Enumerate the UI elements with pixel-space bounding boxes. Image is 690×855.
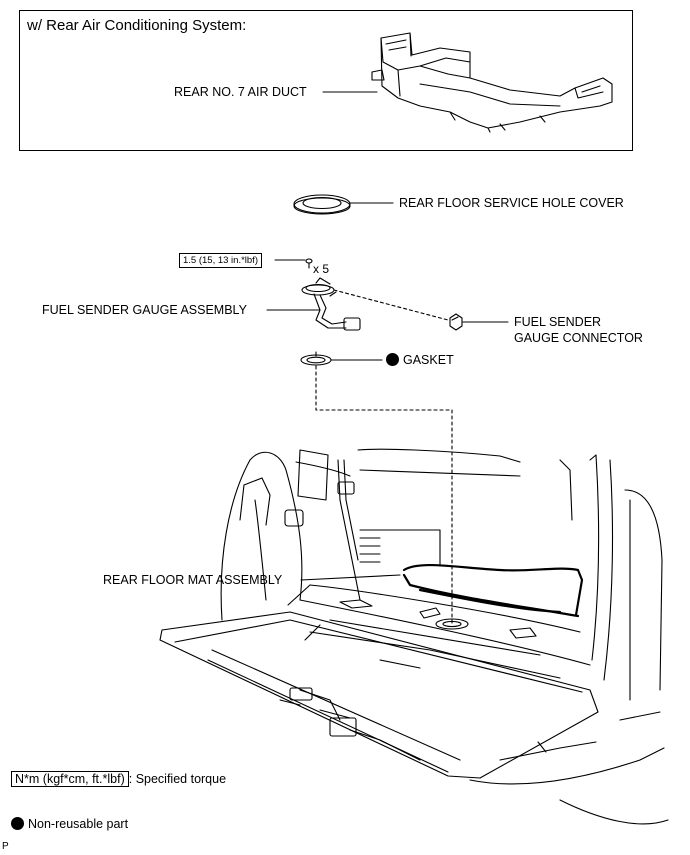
label-quantity: x 5 (313, 262, 330, 276)
legend-torque-unit: N*m (kgf*cm, ft.*lbf) (11, 771, 129, 787)
label-hole-cover: REAR FLOOR SERVICE HOLE COVER (399, 196, 624, 210)
vehicle-cargo-drawing (159, 448, 669, 825)
label-gasket-text: GASKET (403, 353, 454, 367)
legend-torque-text: : Specified torque (128, 772, 227, 786)
label-fuel-sender: FUEL SENDER GAUGE ASSEMBLY (42, 303, 247, 317)
label-connector-line1: FUEL SENDER (514, 315, 602, 329)
legend-torque: N*m (kgf*cm, ft.*lbf): Specified torque (11, 771, 227, 787)
hole-cover-drawing (293, 194, 351, 215)
air-duct-drawing (371, 32, 613, 133)
connector-drawing (449, 313, 463, 331)
footer-code: P (2, 841, 9, 852)
label-air-duct: REAR NO. 7 AIR DUCT (174, 85, 307, 99)
screw-drawing (305, 258, 313, 269)
inset-box (19, 10, 633, 151)
legend-nonreusable: Non-reusable part (11, 817, 128, 831)
gasket-drawing (300, 351, 332, 366)
label-floor-mat: REAR FLOOR MAT ASSEMBLY (103, 573, 283, 587)
label-connector-line2: GAUGE CONNECTOR (514, 331, 643, 345)
legend-nonreusable-text: Non-reusable part (28, 817, 129, 831)
torque-spec-box: 1.5 (15, 13 in.*lbf) (179, 253, 262, 268)
label-gasket: GASKET (386, 353, 454, 367)
inset-box-title: w/ Rear Air Conditioning System: (27, 17, 247, 34)
legend-dot-icon (11, 817, 24, 830)
fuel-sender-drawing (301, 277, 361, 331)
non-reusable-dot-icon (386, 353, 399, 366)
